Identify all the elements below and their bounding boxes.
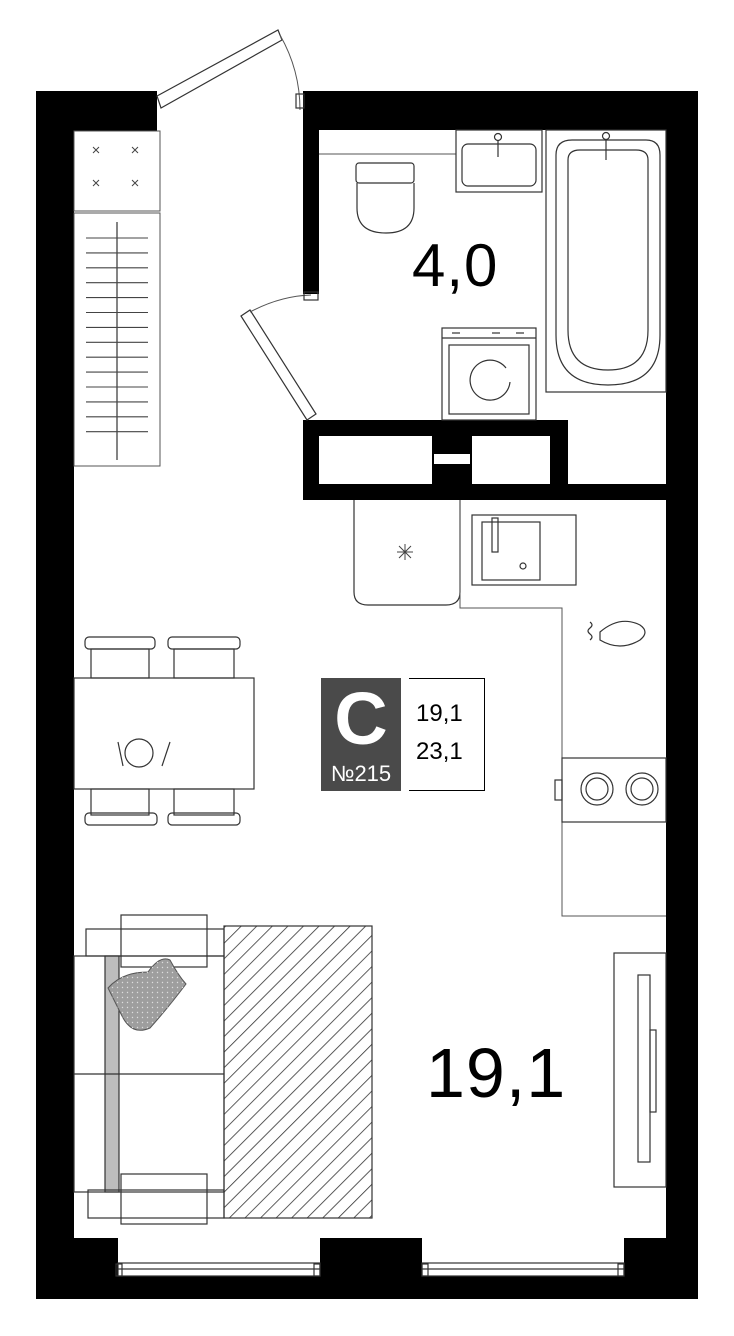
pillow-icon xyxy=(107,958,187,1031)
vase-icon xyxy=(117,738,171,768)
window-left-gap xyxy=(120,1262,316,1274)
dining-table-icon xyxy=(73,636,255,826)
area-summary: 19,1 23,1 xyxy=(409,678,485,791)
wall-top-left xyxy=(36,91,157,131)
kitchen xyxy=(353,500,667,917)
wall-right xyxy=(666,91,698,1299)
main-room-area-label: 19,1 xyxy=(426,1034,567,1112)
bathtub-icon xyxy=(545,129,667,393)
faucet-icon xyxy=(493,132,503,157)
bath-wall-left xyxy=(303,91,319,294)
toilet-icon xyxy=(355,162,415,234)
kitchen-faucet-icon xyxy=(587,620,646,647)
door-icon xyxy=(156,29,305,111)
stove-burner-icon xyxy=(554,757,667,823)
chair-icon xyxy=(84,636,241,826)
apartment-number: №215 xyxy=(330,761,392,786)
apartment-type-letter: С xyxy=(334,677,388,760)
radiator-icon xyxy=(73,130,161,467)
wall-bottom-left xyxy=(36,1238,118,1299)
shaft-slot xyxy=(434,454,470,464)
bath-wall-bottom xyxy=(303,484,698,500)
living-area-value: 19,1 xyxy=(416,700,463,727)
bathroom-fixtures xyxy=(319,129,667,421)
washing-machine-icon xyxy=(441,327,537,421)
wall-top-right xyxy=(303,91,698,130)
window-right-gap xyxy=(428,1262,620,1274)
window-icon xyxy=(115,1262,625,1277)
wall-left xyxy=(36,91,74,1299)
exterior-walls xyxy=(36,91,698,1299)
apartment-badge: С №215 xyxy=(321,678,401,791)
wardrobe-icon xyxy=(613,952,667,1188)
shaft-right xyxy=(472,436,550,484)
bed-icon xyxy=(73,914,373,1225)
sink-icon xyxy=(471,514,577,586)
bath-faucet-icon xyxy=(601,131,611,160)
wall-bottom-sill xyxy=(118,1276,624,1299)
shaft-left xyxy=(319,436,432,484)
bathroom-walls xyxy=(303,91,698,500)
total-area-value: 23,1 xyxy=(416,738,463,765)
fridge-icon xyxy=(353,500,461,606)
wall-bottom-right xyxy=(624,1238,698,1299)
bathroom-area-label: 4,0 xyxy=(412,232,499,299)
sink-icon xyxy=(455,129,543,193)
bath-door-icon xyxy=(240,291,319,421)
